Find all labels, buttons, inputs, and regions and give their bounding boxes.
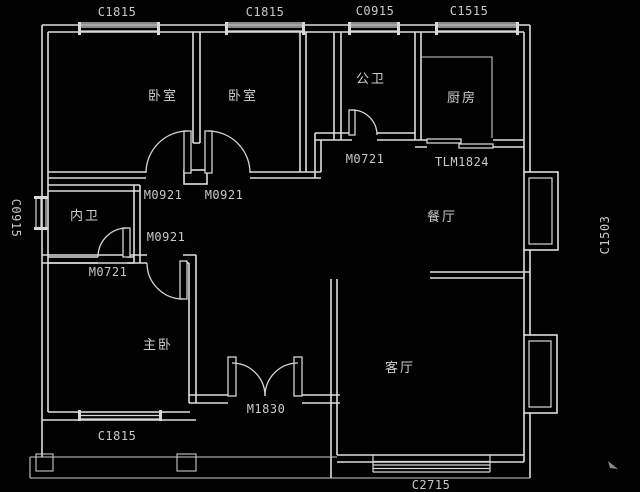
door-label-m0721-public: M0721 — [346, 152, 385, 166]
window-label-c1815-bottom: C1815 — [98, 429, 137, 443]
window-c1515-top — [435, 22, 519, 35]
room-label-kitchen: 厨房 — [447, 90, 477, 106]
room-label-public-bath: 公卫 — [356, 72, 386, 87]
wall-stub — [183, 169, 208, 185]
window-c1815-bottom — [78, 410, 162, 421]
cursor-mark — [608, 461, 618, 469]
door-label-m1830: M1830 — [247, 402, 286, 416]
room-label-dining: 餐厅 — [427, 209, 457, 225]
porch-outline — [29, 453, 530, 479]
window-label-c1515: C1515 — [450, 4, 489, 18]
door-master — [146, 260, 188, 300]
door-label-tlm1824: TLM1824 — [435, 155, 489, 169]
window-label-c1815-b: C1815 — [246, 5, 285, 19]
room-label-living: 客厅 — [385, 360, 415, 376]
door-bedroom1 — [145, 130, 192, 174]
porch-column — [35, 453, 54, 472]
door-label-m0921-a: M0921 — [144, 188, 183, 202]
room-label-master: 主卧 — [143, 338, 173, 353]
living-bay-window — [523, 334, 558, 414]
window-label-c0915-left: C0915 — [9, 199, 23, 238]
door-inner-bath — [97, 227, 131, 258]
interior-walls — [42, 32, 531, 478]
sliding-door-panel — [426, 138, 462, 144]
room-label-bedroom2: 卧室 — [228, 88, 258, 104]
room-label-bedroom1: 卧室 — [148, 88, 178, 104]
door-bedroom2 — [204, 130, 251, 174]
window-c2715-bottom — [372, 455, 491, 473]
window-label-c2715: C2715 — [412, 478, 451, 492]
door-label-m0721-inner: M0721 — [89, 265, 128, 279]
porch-column — [176, 453, 197, 472]
door-label-m0921-c: M0921 — [147, 230, 186, 244]
window-label-c1503-right: C1503 — [598, 216, 612, 255]
sliding-door-panel — [458, 143, 494, 149]
exterior-walls — [41, 24, 531, 457]
dining-bay-window — [523, 171, 559, 251]
window-c1815-top-left — [78, 22, 160, 35]
door-entry-double — [227, 356, 303, 397]
window-c0915-top — [348, 22, 400, 35]
door-label-m0921-b: M0921 — [205, 188, 244, 202]
door-public-bath — [348, 109, 378, 136]
window-label-c1815-a: C1815 — [98, 5, 137, 19]
window-label-c0915-top: C0915 — [356, 4, 395, 18]
window-c1815-top-mid — [225, 22, 305, 35]
room-label-inner-bath: 内卫 — [70, 208, 100, 224]
window-c0915-left — [34, 196, 48, 230]
